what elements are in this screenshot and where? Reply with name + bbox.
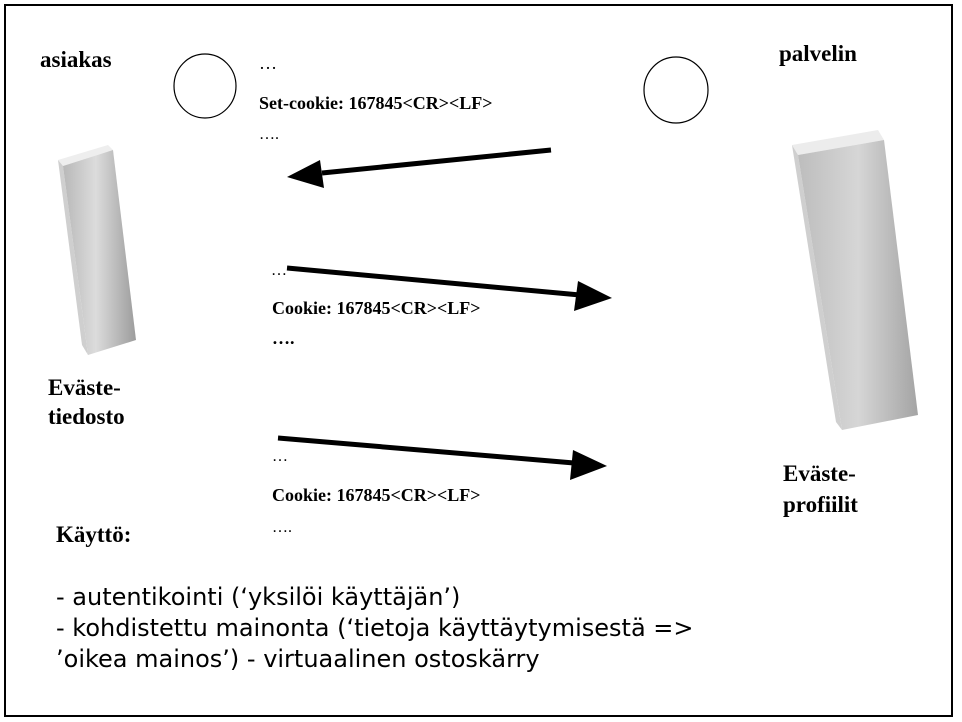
cookie-message: Cookie: 167845<CR><LF> <box>272 298 481 318</box>
usage-heading: Käyttö: <box>56 522 132 547</box>
set-cookie-message: Set-cookie: 167845<CR><LF> <box>259 93 493 113</box>
slide-frame <box>4 4 953 717</box>
cookie-profiles-label: Eväste- profiilit <box>783 458 858 520</box>
usage-line-authentication: - autentikointi (‘yksilöi käyttäjän’) <box>56 583 461 611</box>
cookie-file-label-line2: tiedosto <box>48 404 125 429</box>
arrow-cookie-2 <box>277 435 607 480</box>
message-ellipsis-before: … <box>272 448 288 465</box>
cookie-file-label: Eväste- tiedosto <box>48 373 125 431</box>
server-circle <box>643 56 709 124</box>
cookie-profiles-label-line1: Eväste- <box>783 461 856 486</box>
arrow-set-cookie <box>287 147 552 188</box>
cookie-message: Cookie: 167845<CR><LF> <box>272 485 481 505</box>
cookie-file-label-line1: Eväste- <box>48 375 121 400</box>
client-label: asiakas <box>40 47 112 72</box>
message-ellipsis-after: …. <box>259 126 279 143</box>
server-label: palvelin <box>779 41 857 66</box>
message-ellipsis-before: … <box>271 262 287 279</box>
usage-line-cart: ’oikea mainos’) - virtuaalinen ostoskärr… <box>56 645 540 673</box>
usage-line-advertising: - kohdistettu mainonta (‘tietoja käyttäy… <box>56 614 694 642</box>
message-ellipsis-after: …. <box>272 328 295 348</box>
client-circle <box>173 53 237 119</box>
arrow-cookie-1 <box>286 265 612 311</box>
cookie-profiles-label-line2: profiilit <box>783 492 858 517</box>
cookie-file-block <box>58 145 136 355</box>
message-ellipsis-before: … <box>259 53 277 73</box>
message-ellipsis-after: …. <box>272 519 292 536</box>
cookie-profiles-block <box>792 130 918 430</box>
